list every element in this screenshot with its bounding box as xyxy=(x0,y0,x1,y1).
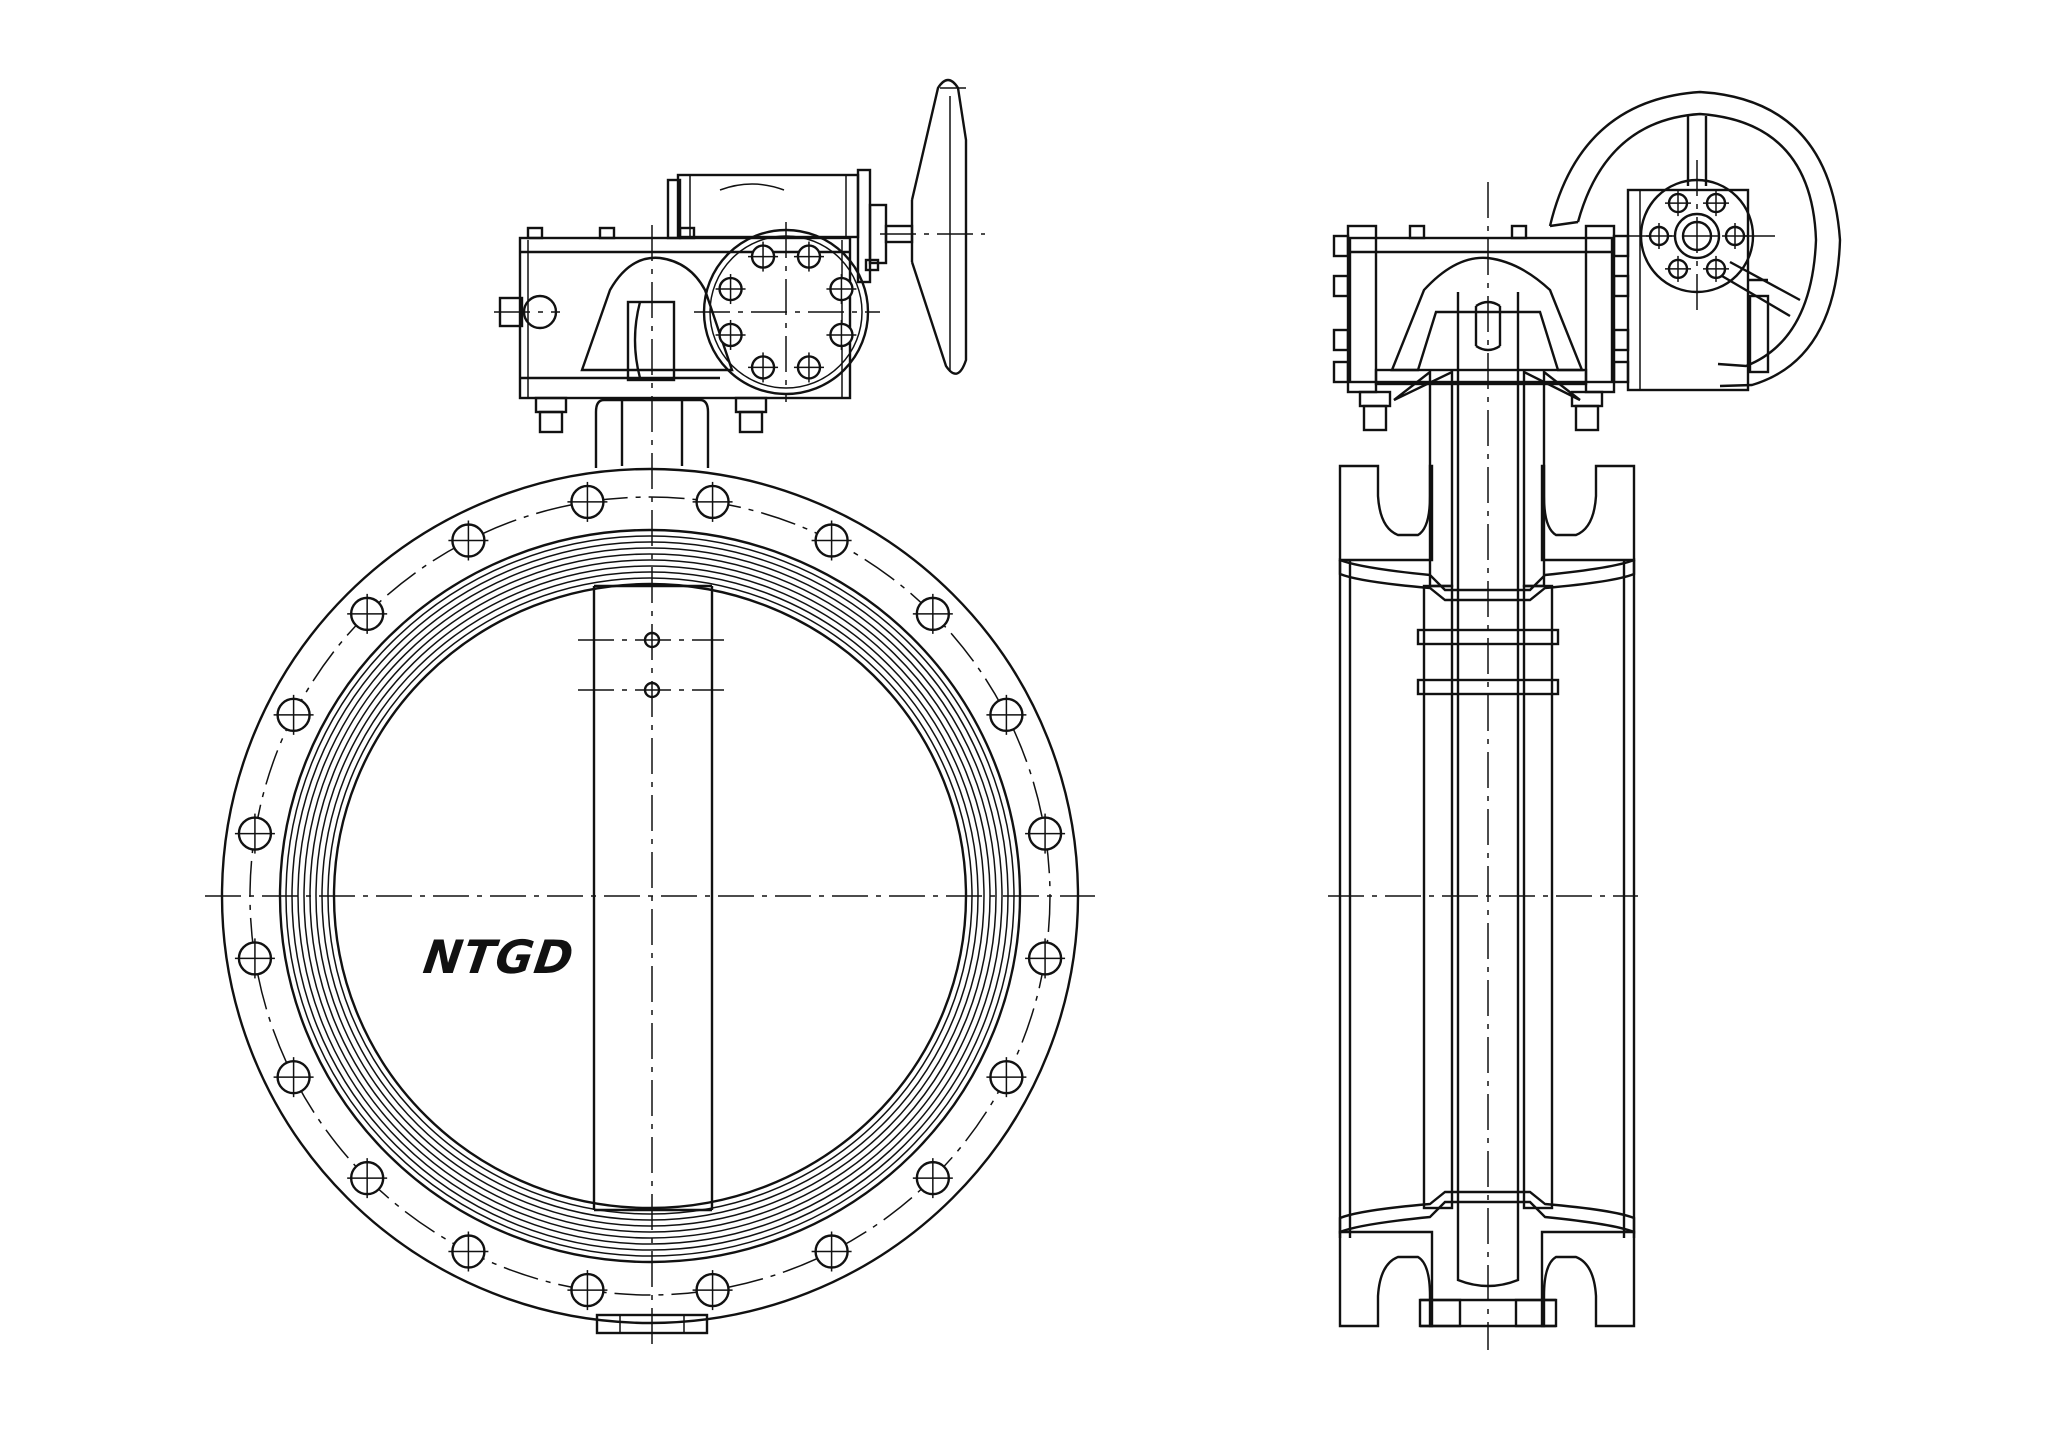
bottom-flange-left xyxy=(1338,1230,1434,1328)
side-neck xyxy=(1393,369,1581,588)
pin-hole xyxy=(643,631,661,649)
worm-gear-section xyxy=(580,256,734,382)
worm-housing xyxy=(666,168,914,284)
pin-hole xyxy=(643,681,661,699)
body-neck xyxy=(594,398,710,468)
valve-body xyxy=(1338,560,1636,1238)
flange-bolt-holes xyxy=(234,481,1066,1311)
front-view xyxy=(205,78,1095,1350)
side-gearbox xyxy=(1332,224,1630,432)
handwheel-front xyxy=(1548,90,1842,392)
nut xyxy=(1362,404,1388,432)
valve-shaft xyxy=(1456,292,1520,1288)
side-view xyxy=(1328,90,1842,1350)
bottom-seat xyxy=(1338,1190,1636,1234)
seat-rings xyxy=(278,528,1022,1264)
nut xyxy=(738,410,764,434)
top-flange-left xyxy=(1338,464,1434,562)
handwheel-side xyxy=(880,78,985,375)
bottom-trunnion xyxy=(595,1313,709,1335)
top-seat xyxy=(1338,558,1636,602)
top-flange-right xyxy=(1540,464,1636,562)
brand-logo: NTGD xyxy=(420,930,578,984)
hub-bolts xyxy=(1646,190,1748,282)
side-bottom-trunnion xyxy=(1418,1298,1558,1328)
bottom-flange-right xyxy=(1540,1230,1636,1328)
disc-edge xyxy=(578,584,724,1212)
side-disc xyxy=(1416,584,1560,1210)
nut xyxy=(1574,404,1600,432)
gearbox-mount xyxy=(494,226,852,434)
gear-cover-bolts xyxy=(715,241,857,383)
nut xyxy=(538,410,564,434)
bolt-circle xyxy=(249,496,1051,1296)
gear-cover xyxy=(694,222,880,402)
flange-outer-circle xyxy=(220,467,1080,1325)
